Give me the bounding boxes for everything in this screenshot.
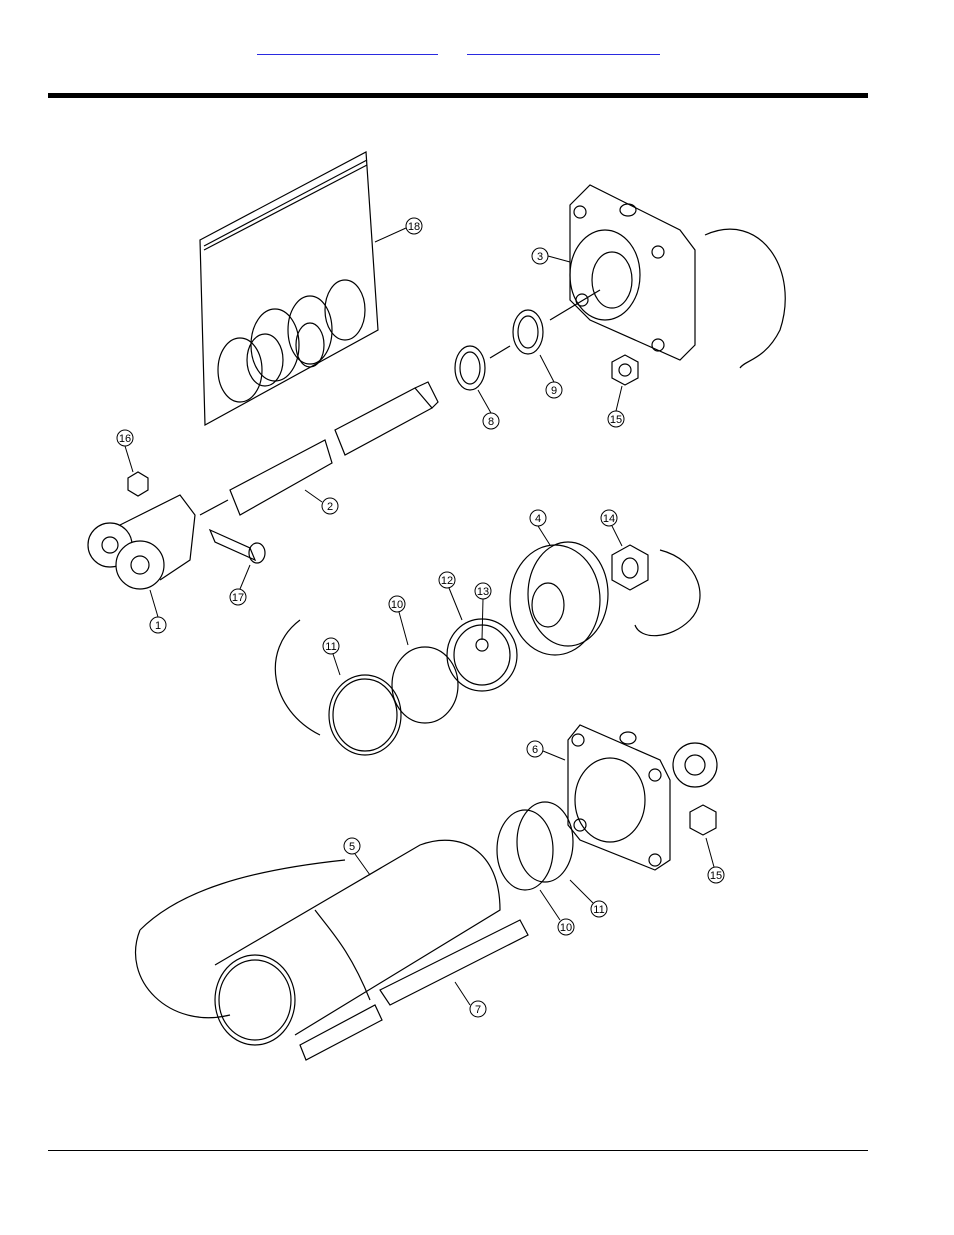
svg-text:5: 5: [349, 841, 355, 853]
callout-10-lower: 10: [540, 890, 574, 935]
svg-text:3: 3: [537, 251, 543, 263]
svg-text:16: 16: [119, 433, 131, 445]
piston: [510, 542, 700, 655]
callout-15-lower: 15: [706, 838, 724, 883]
callout-3: 3: [532, 248, 570, 264]
callout-7: 7: [455, 982, 486, 1017]
svg-text:2: 2: [327, 501, 333, 513]
callout-11-upper: 11: [323, 638, 340, 675]
hex-nut-14: [612, 545, 648, 590]
callout-18: 18: [375, 218, 422, 242]
front-head: [568, 725, 717, 870]
footer-rule: [48, 1150, 868, 1151]
svg-text:13: 13: [477, 586, 489, 598]
svg-text:18: 18: [408, 221, 420, 233]
callout-5: 5: [344, 838, 370, 875]
seal-ring-10-upper: [392, 647, 458, 723]
seal-ring-11-lower: [517, 802, 573, 882]
rear-head: [570, 185, 785, 368]
svg-text:12: 12: [441, 575, 453, 587]
svg-text:1: 1: [155, 620, 161, 632]
callout-6: 6: [527, 741, 565, 760]
callout-14: 14: [601, 510, 622, 546]
clevis: [88, 495, 195, 589]
hex-nut-15-lower: [690, 805, 716, 835]
svg-text:8: 8: [488, 416, 494, 428]
hex-nut-16: [128, 472, 148, 496]
bolt-17: [210, 530, 265, 563]
callout-9: 9: [540, 355, 562, 398]
callout-2: 2: [305, 490, 338, 514]
svg-text:6: 6: [532, 744, 538, 756]
callout-15-upper: 15: [608, 386, 624, 427]
svg-text:9: 9: [551, 385, 557, 397]
svg-text:11: 11: [593, 904, 604, 916]
svg-text:11: 11: [325, 641, 336, 653]
seal-ring-10-lower: [497, 810, 553, 890]
svg-text:15: 15: [710, 870, 722, 882]
svg-text:17: 17: [232, 592, 244, 604]
callout-1: 1: [150, 590, 166, 633]
seal-kit-bag: [200, 152, 378, 425]
svg-text:10: 10: [560, 922, 572, 934]
callout-4: 4: [530, 510, 550, 545]
svg-text:7: 7: [475, 1004, 481, 1016]
callout-11-lower: 11: [570, 880, 607, 917]
svg-text:10: 10: [391, 599, 403, 611]
callout-13: 13: [475, 583, 491, 640]
svg-text:14: 14: [603, 513, 615, 525]
seal-ring-11-upper: [329, 675, 401, 755]
callout-12: 12: [439, 572, 462, 620]
cylinder-barrel: [136, 840, 500, 1045]
callout-17: 17: [230, 565, 250, 605]
washer-13: [476, 639, 488, 651]
callout-16: 16: [117, 430, 133, 472]
svg-text:4: 4: [535, 513, 541, 525]
svg-text:15: 15: [610, 414, 622, 426]
hex-nut-15-upper: [612, 355, 638, 385]
callout-8: 8: [478, 390, 499, 429]
callout-10-upper: 10: [389, 596, 408, 645]
